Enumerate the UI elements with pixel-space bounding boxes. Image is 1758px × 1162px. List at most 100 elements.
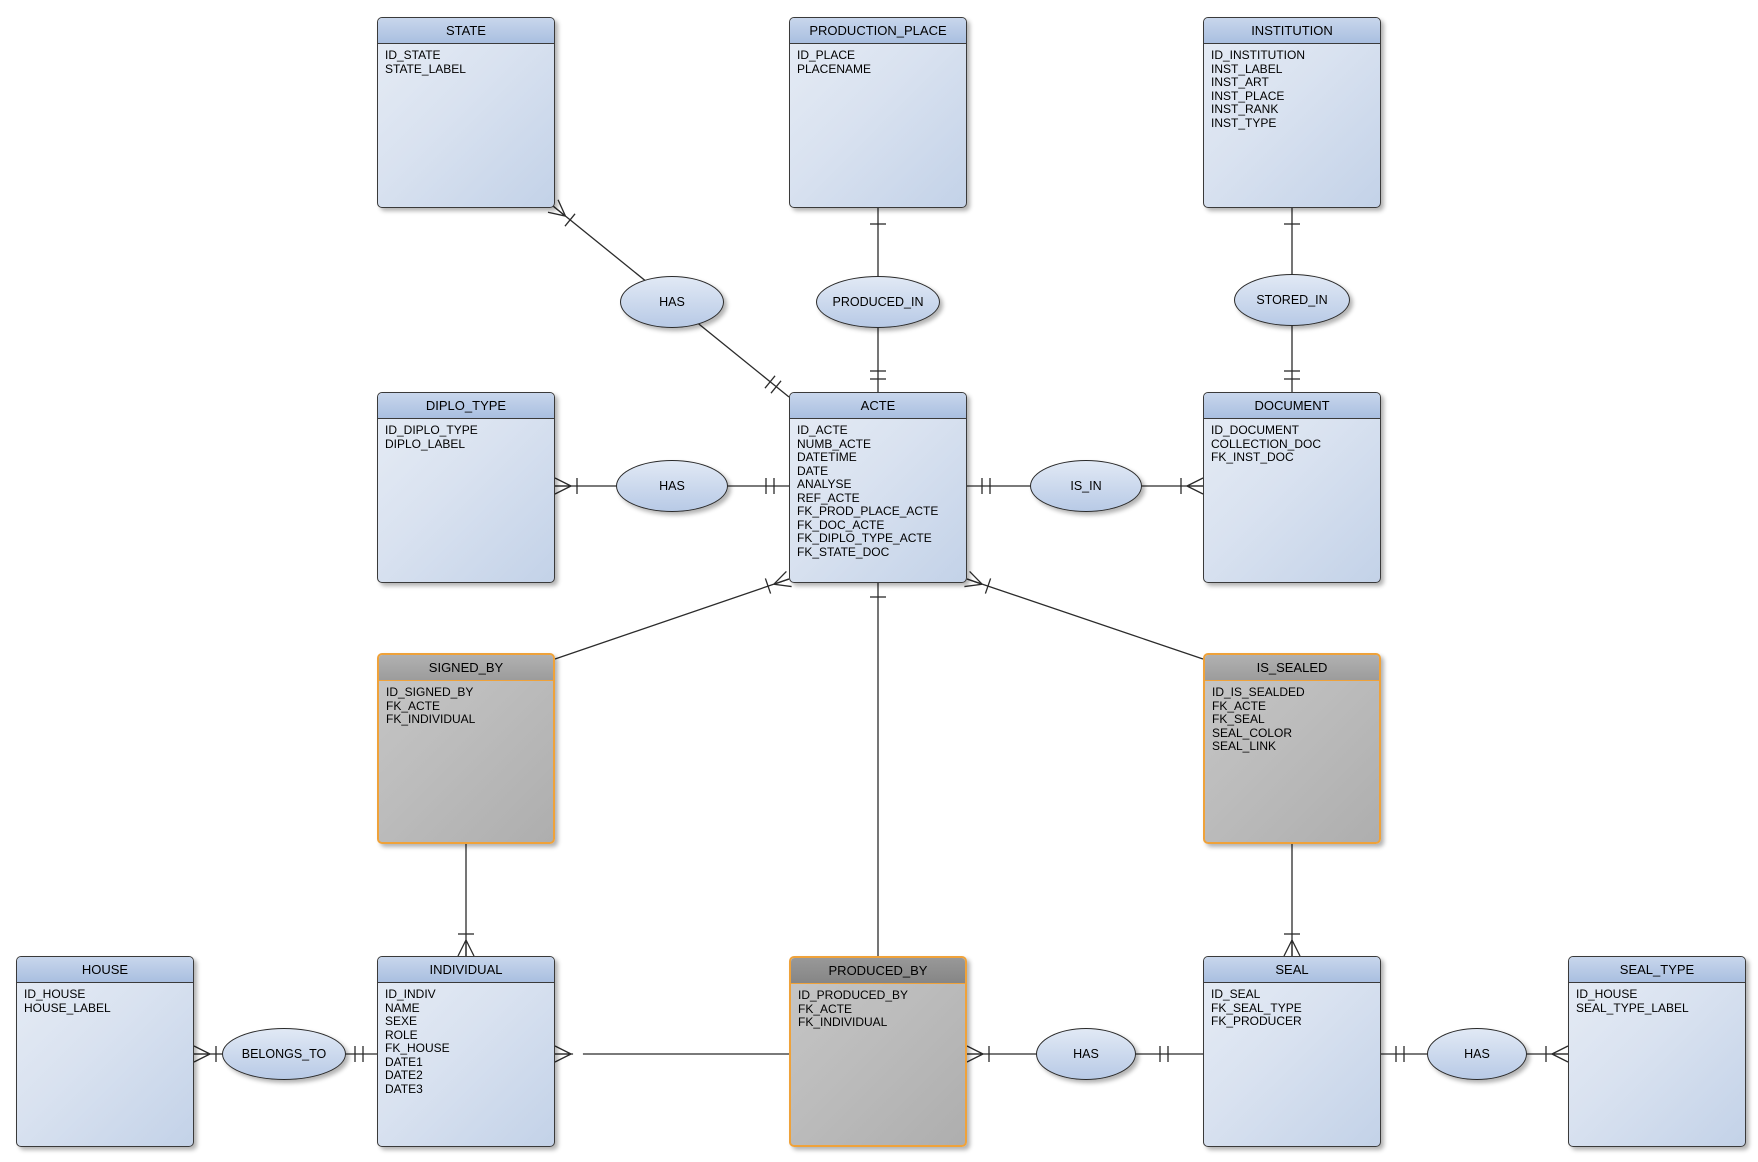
- relationship-label: HAS: [1073, 1047, 1099, 1061]
- entity-document-title: DOCUMENT: [1204, 393, 1380, 419]
- attribute-row: ID_SIGNED_BY: [386, 685, 474, 699]
- attribute-row: DATETIME: [797, 450, 857, 464]
- relationship-has-diplo-acte[interactable]: HAS: [616, 460, 728, 512]
- attribute-row: SEAL_COLOR: [1212, 725, 1293, 740]
- entity-house-title: HOUSE: [17, 957, 193, 983]
- entity-state-title: STATE: [378, 18, 554, 44]
- connector-acte-produced-by: [869, 583, 887, 956]
- attribute-row: ID_SEAL: [1211, 987, 1261, 1001]
- attribute-row: COLLECTION_DOC: [1211, 436, 1322, 451]
- relationship-label: HAS: [659, 479, 685, 493]
- entity-acte-title: ACTE: [790, 393, 966, 419]
- relationship-produced-in[interactable]: PRODUCED_IN: [816, 276, 940, 328]
- attribute-row: FK_ACTE: [798, 1001, 853, 1016]
- attribute-row: FK_ACTE: [1212, 698, 1267, 713]
- entity-individual-title: INDIVIDUAL: [378, 957, 554, 983]
- attribute-row: STATE_LABEL: [385, 61, 466, 76]
- attribute-row: ROLE: [385, 1027, 418, 1042]
- attribute-row: FK_SEAL: [1212, 712, 1265, 726]
- attribute-row: PLACENAME: [797, 61, 872, 76]
- attribute-row: NAME: [385, 1000, 420, 1015]
- attribute-row: INST_PLACE: [1211, 88, 1285, 103]
- attribute-row: SEAL_LINK: [1212, 739, 1277, 753]
- attribute-row: SEAL_TYPE_LABEL: [1576, 1000, 1689, 1015]
- attribute-row: NUMB_ACTE: [797, 436, 872, 451]
- attribute-row: FK_SEAL_TYPE: [1211, 1000, 1302, 1015]
- attribute-row: INST_ART: [1211, 75, 1269, 89]
- entity-seal-type-title: SEAL_TYPE: [1569, 957, 1745, 983]
- entity-signed-by-title: SIGNED_BY: [379, 655, 553, 681]
- attribute-row: FK_DOC_ACTE: [797, 517, 885, 532]
- attribute-row: INST_TYPE: [1211, 115, 1277, 130]
- attribute-row: ID_HOUSE: [24, 987, 86, 1001]
- relationship-label: IS_IN: [1070, 479, 1102, 493]
- attribute-row: ID_INSTITUTION: [1211, 48, 1306, 62]
- entity-institution-title: INSTITUTION: [1204, 18, 1380, 44]
- relationship-stored-in[interactable]: STORED_IN: [1234, 274, 1350, 326]
- attribute-row: DATE1: [385, 1054, 423, 1069]
- attribute-row: DATE2: [385, 1068, 423, 1082]
- attribute-row: DATE: [797, 463, 829, 478]
- attribute-row: FK_HOUSE: [385, 1041, 450, 1055]
- entity-seal-title: SEAL: [1204, 957, 1380, 983]
- attribute-row: SEXE: [385, 1014, 418, 1028]
- relationship-has-state-acte[interactable]: HAS: [620, 276, 724, 328]
- attribute-row: FK_DIPLO_TYPE_ACTE: [797, 531, 932, 545]
- relationship-has-seal-type[interactable]: HAS: [1427, 1028, 1527, 1080]
- relationship-label: PRODUCED_IN: [832, 295, 924, 309]
- connector-signed-by-individual: [457, 844, 475, 957]
- attribute-row: FK_ACTE: [386, 698, 441, 713]
- relationship-label: HAS: [659, 295, 685, 309]
- relationship-label: BELONGS_TO: [241, 1047, 327, 1061]
- attribute-row: ID_STATE: [385, 48, 441, 62]
- attribute-row: DIPLO_LABEL: [385, 436, 466, 451]
- relationship-belongs-to[interactable]: BELONGS_TO: [222, 1028, 346, 1080]
- relationship-is-in[interactable]: IS_IN: [1030, 460, 1142, 512]
- entity-production-place-title: PRODUCTION_PLACE: [790, 18, 966, 44]
- attribute-row: FK_INDIVIDUAL: [386, 712, 476, 726]
- attribute-row: ID_PLACE: [797, 48, 856, 62]
- attribute-row: FK_INST_DOC: [1211, 450, 1294, 464]
- attribute-row: INST_RANK: [1211, 102, 1279, 116]
- attribute-row: ID_PRODUCED_BY: [798, 988, 909, 1002]
- attribute-row: ANALYSE: [797, 477, 852, 491]
- attribute-row: FK_STATE_DOC: [797, 544, 890, 559]
- relationship-has-produced-seal[interactable]: HAS: [1036, 1028, 1136, 1080]
- relationship-label: HAS: [1464, 1047, 1490, 1061]
- entity-is-sealed-title: IS_SEALED: [1205, 655, 1379, 681]
- attribute-row: ID_DOCUMENT: [1211, 423, 1300, 437]
- attribute-row: ID_ACTE: [797, 423, 848, 437]
- attribute-row: FK_PRODUCER: [1211, 1014, 1302, 1028]
- connector-acte-signed-by: [554, 570, 793, 660]
- attribute-row: ID_DIPLO_TYPE: [385, 423, 478, 437]
- attribute-row: DATE3: [385, 1081, 423, 1096]
- connector-acte-is-sealed: [963, 570, 1204, 660]
- attribute-row: FK_INDIVIDUAL: [798, 1015, 888, 1029]
- attribute-row: INST_LABEL: [1211, 61, 1283, 76]
- attribute-row: ID_IS_SEALDED: [1212, 685, 1305, 699]
